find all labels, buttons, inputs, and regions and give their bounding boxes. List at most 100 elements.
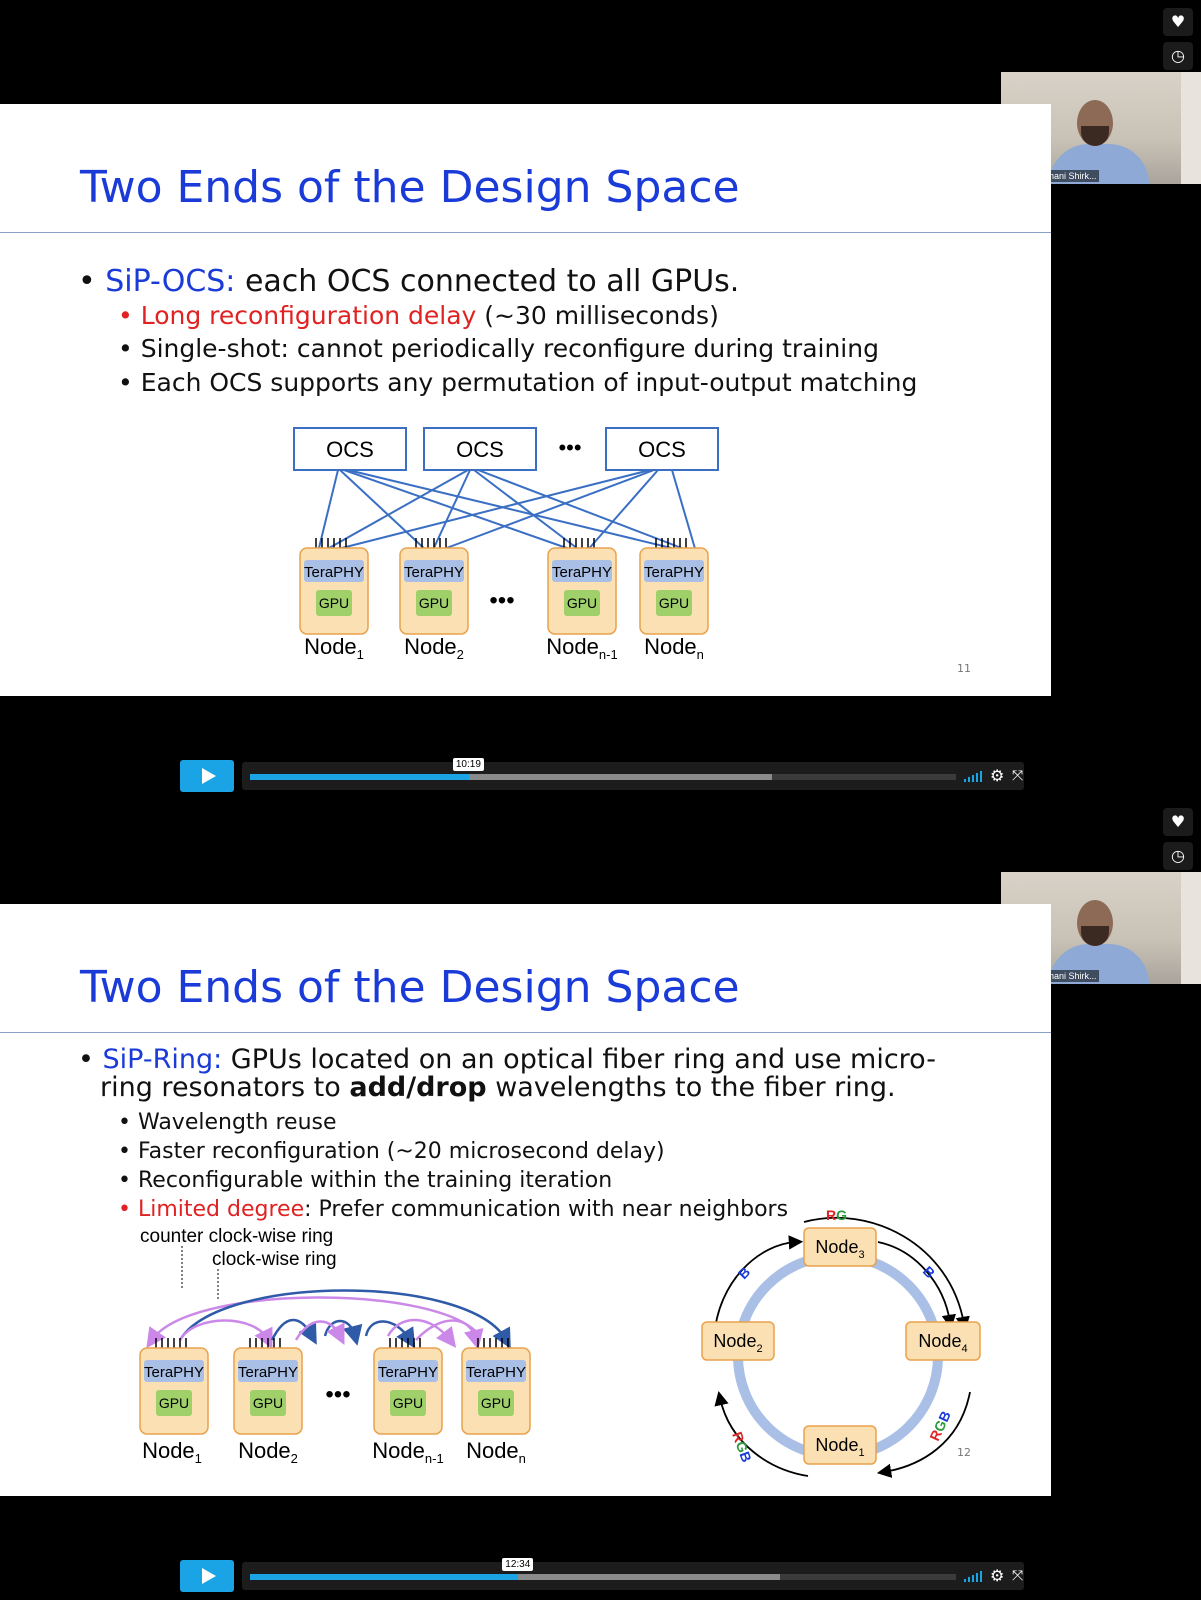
fullscreen-icon[interactable]: ⤧: [1012, 1568, 1024, 1584]
slide-11: Two Ends of the Design Space • SiP-OCS: …: [0, 104, 1051, 696]
video-frame-2: ♥ ◷ ➤ Mehrdad Khani Shirk... Two Ends of…: [0, 800, 1201, 1600]
node-label-3: Noden-1: [546, 634, 617, 662]
fullscreen-icon[interactable]: ⤧: [1012, 768, 1024, 784]
gpu-node-3: TeraPHY GPU: [373, 1338, 443, 1435]
sub-bullet-4-rest: : Prefer communication with near neighbo…: [304, 1197, 789, 1222]
wl-rgb-left: RGB: [729, 1430, 755, 1465]
buffer-bar: [250, 774, 773, 780]
heart-icon[interactable]: ♥: [1163, 8, 1193, 36]
play-button[interactable]: [180, 760, 234, 792]
node-label-2: Node2: [404, 634, 464, 662]
progress-bar: [250, 774, 469, 780]
gpu-label: GPU: [159, 1395, 189, 1411]
page-number: 12: [957, 1446, 971, 1459]
page-number: 11: [957, 662, 971, 675]
sub-bullet-2-text: Faster reconfiguration (~20 microsecond …: [137, 1139, 665, 1164]
sub-bullet-2-text: Single-shot: cannot periodically reconfi…: [140, 334, 879, 363]
ring-node-right: [905, 1321, 981, 1361]
ccw-ring-label: counter clock-wise ring: [140, 1226, 333, 1247]
bullet-line-1: GPUs located on an optical fiber ring an…: [222, 1044, 936, 1075]
node-label-1: Node1: [142, 1438, 202, 1466]
clock-icon[interactable]: ◷: [1163, 842, 1193, 870]
wl-b-left: B: [735, 1264, 753, 1282]
wl-rg-top: RG: [826, 1207, 847, 1223]
ocs-diagram: OCS OCS OCS ••• TeraPHYGPUTeraPHYGPUTera…: [293, 427, 719, 662]
node-ellipsis: •••: [325, 1381, 350, 1408]
sub-bullet-3: • Each OCS supports any permutation of i…: [118, 368, 918, 397]
title-divider: [0, 232, 1051, 233]
gpu-label: GPU: [567, 595, 597, 611]
main-bullet-cont: ring resonators to add/drop wavelengths …: [100, 1072, 896, 1103]
ocs-ellipsis: •••: [558, 435, 581, 460]
slide-title: Two Ends of the Design Space: [80, 962, 740, 1013]
sub-bullet-2: • Single-shot: cannot periodically recon…: [118, 334, 879, 363]
gpu-label: GPU: [659, 595, 689, 611]
teraphy-label: TeraPHY: [378, 1364, 438, 1381]
title-divider: [0, 1032, 1051, 1033]
node-label-3: Noden-1: [372, 1438, 443, 1466]
volume-icon[interactable]: [964, 1570, 984, 1582]
wl-rgb-right: RGB: [926, 1408, 954, 1443]
play-button[interactable]: [180, 1560, 234, 1592]
main-bullet: • SiP-Ring: GPUs located on an optical f…: [78, 1044, 936, 1075]
teraphy-label: TeraPHY: [404, 564, 464, 581]
node-label-4: Noden: [466, 1438, 526, 1466]
bullet-line-2a: ring resonators to: [100, 1072, 350, 1103]
volume-icon[interactable]: [964, 770, 984, 782]
ring-node-left-label: Node2: [713, 1331, 762, 1355]
teraphy-label: TeraPHY: [304, 564, 364, 581]
sub-bullet-1: • Wavelength reuse: [118, 1110, 337, 1135]
ring-node-bottom-label: Node1: [815, 1435, 864, 1459]
main-bullet: • SiP-OCS: each OCS connected to all GPU…: [78, 264, 740, 299]
ring-node-right-label: Node4: [918, 1331, 967, 1355]
ocs-links: [317, 469, 697, 553]
bullet-label: SiP-OCS:: [105, 264, 236, 299]
ring-nodes: Node3 Node2 Node4 Node1: [701, 1227, 981, 1465]
node-ellipsis: •••: [489, 587, 514, 614]
ring-arcs: [146, 1289, 511, 1350]
slide-title: Two Ends of the Design Space: [80, 162, 740, 213]
gpu-label: GPU: [481, 1395, 511, 1411]
ring-node-top-label: Node3: [815, 1237, 864, 1261]
seek-bar[interactable]: 10:19 ⚙ ⤧: [242, 758, 1024, 790]
sub-bullet-3-text: Reconfigurable within the training itera…: [137, 1168, 613, 1193]
clock-icon[interactable]: ◷: [1163, 42, 1193, 70]
gpu-label: GPU: [319, 595, 349, 611]
sub-bullet-1-rest: (~30 milliseconds): [476, 301, 719, 330]
gpu-label: GPU: [253, 1395, 283, 1411]
ocs-box-1: [293, 427, 407, 471]
video-player-1: 10:19 ⚙ ⤧: [180, 758, 1024, 792]
ring-node-bottom: [803, 1425, 877, 1465]
bullet-line-2-bold: add/drop: [349, 1072, 487, 1103]
settings-gear-icon[interactable]: ⚙: [990, 766, 1005, 785]
sub-bullet-3-text: Each OCS supports any permutation of inp…: [140, 368, 918, 397]
node-label-4: Noden: [644, 634, 704, 662]
gpu-node-1: TeraPHY GPU: [299, 538, 369, 635]
sub-bullet-1-red: Long reconfiguration delay: [140, 301, 477, 330]
bullet-line-2b: wavelengths to the fiber ring.: [486, 1072, 896, 1103]
teraphy-label: TeraPHY: [466, 1364, 526, 1381]
settings-gear-icon[interactable]: ⚙: [990, 1566, 1005, 1585]
ocs-box-3: [605, 427, 719, 471]
time-tooltip: 12:34: [502, 1558, 534, 1571]
sub-bullet-1: • Long reconfiguration delay (~30 millis…: [118, 301, 719, 330]
ring-node-left: [701, 1321, 775, 1361]
progress-bar: [250, 1574, 519, 1580]
cw-ring-label: clock-wise ring: [212, 1249, 337, 1270]
gpu-label: GPU: [393, 1395, 423, 1411]
sub-bullet-2: • Faster reconfiguration (~20 microsecon…: [118, 1139, 665, 1164]
bullet-text: each OCS connected to all GPUs.: [235, 264, 740, 299]
ring-node-top: [803, 1227, 877, 1267]
ocs-label-1: OCS: [326, 437, 374, 462]
heart-icon[interactable]: ♥: [1163, 808, 1193, 836]
sub-bullet-4-red: Limited degree: [137, 1197, 305, 1222]
wl-b-right: B: [920, 1263, 938, 1281]
ocs-label-2: OCS: [456, 437, 504, 462]
seek-bar[interactable]: 12:34 ⚙ ⤧: [242, 1558, 1024, 1590]
